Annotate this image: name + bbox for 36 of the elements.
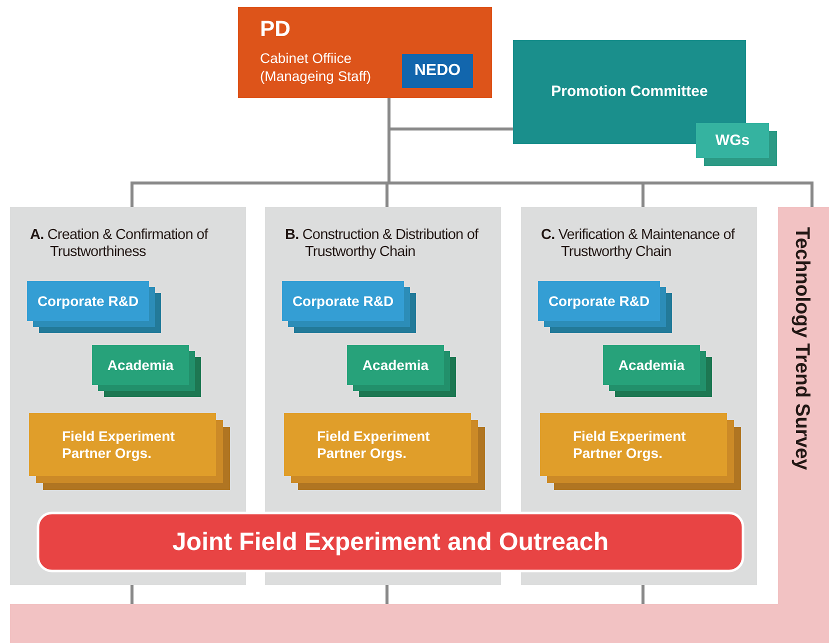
box-label: Field Experiment Partner Orgs. xyxy=(62,428,176,462)
box-label: Academia xyxy=(618,356,685,374)
track-heading: C. Verification & Maintenance of Trustworthy Chain xyxy=(541,227,736,260)
office-text: Cabinet Offiice (Manageing Staff) xyxy=(260,49,372,86)
box-label: Field Experiment Partner Orgs. xyxy=(317,428,431,462)
box-label: Joint Field Experiment and Outreach xyxy=(172,527,609,557)
box-label: Corporate R&D xyxy=(37,292,139,310)
track-heading: B. Construction & Distribution of Trustworthy Chain xyxy=(285,227,480,260)
partner-box xyxy=(29,413,216,476)
survey-band xyxy=(10,207,829,643)
connector-line xyxy=(386,585,388,604)
box-label: WGs xyxy=(715,132,750,150)
box-label: Corporate R&D xyxy=(292,292,394,310)
box-label: NEDO xyxy=(414,61,461,81)
corporate-box xyxy=(282,281,404,321)
title: PD xyxy=(260,16,291,42)
box-label: Corporate R&D xyxy=(548,292,650,310)
office-box xyxy=(238,7,492,98)
box-label: Field Experiment Partner Orgs. xyxy=(573,428,687,462)
box-label: Academia xyxy=(107,356,174,374)
corporate-box xyxy=(27,281,149,321)
corporate-box xyxy=(538,281,660,321)
survey-label: Technology Trend Survey xyxy=(790,227,813,470)
box-label: Academia xyxy=(362,356,429,374)
box-label: Promotion Committee xyxy=(551,83,708,101)
working-group-box xyxy=(696,123,769,158)
connector-line xyxy=(130,585,134,604)
track-heading: A. Creation & Confirmation of Trustworthiness xyxy=(30,227,210,260)
connector-line xyxy=(642,585,644,604)
partner-box xyxy=(540,413,727,476)
academia-box xyxy=(603,345,700,385)
partner-box xyxy=(284,413,471,476)
academia-box xyxy=(347,345,444,385)
org-box xyxy=(402,54,473,88)
academia-box xyxy=(92,345,189,385)
outreach-bar xyxy=(37,512,744,572)
